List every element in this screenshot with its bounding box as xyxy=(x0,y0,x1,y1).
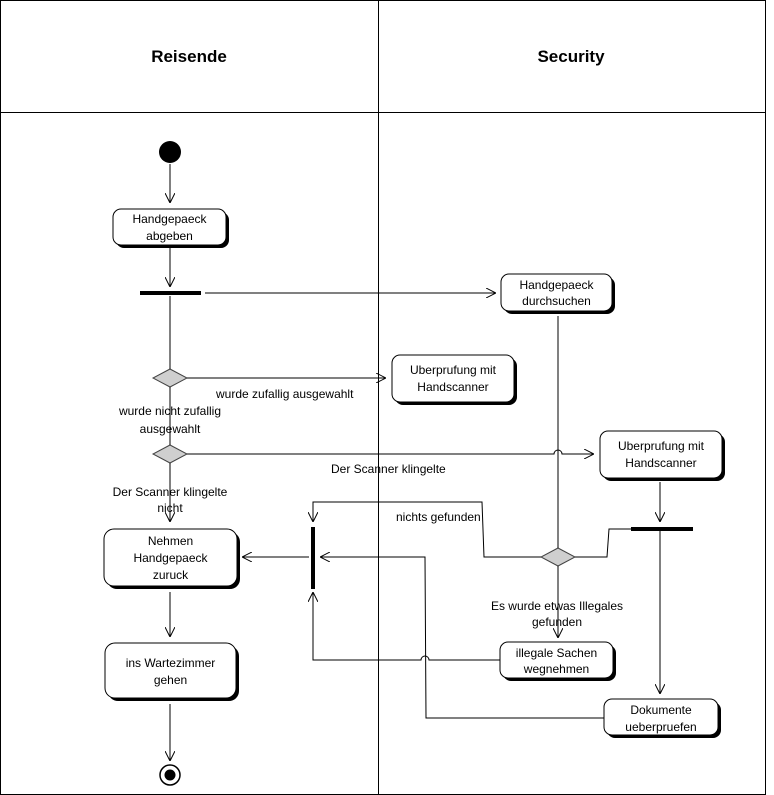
guard-nichts-gefunden: nichts gefunden xyxy=(396,510,481,524)
decision-scanner xyxy=(151,444,189,464)
guard-scanner-klingelte-nicht-line: Der Scanner klingelte xyxy=(113,485,228,499)
guard-nicht-ausgewahlt-line: wurde nicht zufallig xyxy=(118,404,221,418)
action-handgepaeck-durchsuchen: Handgepaeck durchsuchen xyxy=(500,273,615,314)
node-line: ueberpruefen xyxy=(625,720,696,734)
node-line: Handgepaeck xyxy=(133,551,208,565)
node-line: illegale Sachen xyxy=(516,646,597,660)
node-line: Uberprufung mit xyxy=(410,363,497,377)
node-line: zuruck xyxy=(153,568,189,582)
node-line: Handgepaeck xyxy=(132,212,207,226)
node-line: ins Wartezimmer xyxy=(126,656,216,670)
action-illegale-sachen-wegnehmen: illegale Sachen wegnehmen xyxy=(499,641,616,681)
initial-node xyxy=(159,141,181,163)
action-uberprufung-handscanner-2: Uberprufung mit Handscanner xyxy=(599,430,725,481)
guard-zufallig-ausgewahlt: wurde zufallig ausgewahlt xyxy=(215,387,354,401)
node-line: abgeben xyxy=(146,229,193,243)
guard-scanner-klingelte: Der Scanner klingelte xyxy=(331,462,446,476)
node-line: gehen xyxy=(154,673,187,687)
flows xyxy=(170,164,660,761)
action-handgepaeck-abgeben: Handgepaeck abgeben xyxy=(112,208,229,248)
node-line: Handscanner xyxy=(417,380,488,394)
guard-etwas-illegales-line: gefunden xyxy=(532,615,582,629)
node-line: durchsuchen xyxy=(522,294,591,308)
decision-zufallig xyxy=(151,368,189,388)
action-nehmen-handgepaeck-zuruck: Nehmen Handgepaeck zuruck xyxy=(103,528,240,589)
final-node xyxy=(159,764,181,786)
node-line: Nehmen xyxy=(148,534,193,548)
guard-etwas-illegales-line: Es wurde etwas Illegales xyxy=(491,599,623,613)
lane-title-security: Security xyxy=(537,47,605,66)
node-line: Handscanner xyxy=(625,456,696,470)
decision-gefunden xyxy=(539,547,577,567)
node-line: wegnehmen xyxy=(523,662,589,676)
node-line: Dokumente xyxy=(630,703,692,717)
action-uberprufung-handscanner-1: Uberprufung mit Handscanner xyxy=(391,354,517,405)
node-line: Handgepaeck xyxy=(519,278,594,292)
fork-bar-1 xyxy=(140,291,201,295)
fork-bar-2 xyxy=(631,527,693,531)
lane-title-reisende: Reisende xyxy=(151,47,227,66)
action-dokumente-ueberpruefen: Dokumente ueberpruefen xyxy=(603,698,721,738)
guard-nicht-ausgewahlt-line: ausgewahlt xyxy=(140,422,201,436)
guard-scanner-klingelte-nicht-line: nicht xyxy=(157,501,183,515)
action-ins-wartezimmer-gehen: ins Wartezimmer gehen xyxy=(104,642,239,701)
node-line: Uberprufung mit xyxy=(618,439,705,453)
join-bar xyxy=(311,527,315,589)
